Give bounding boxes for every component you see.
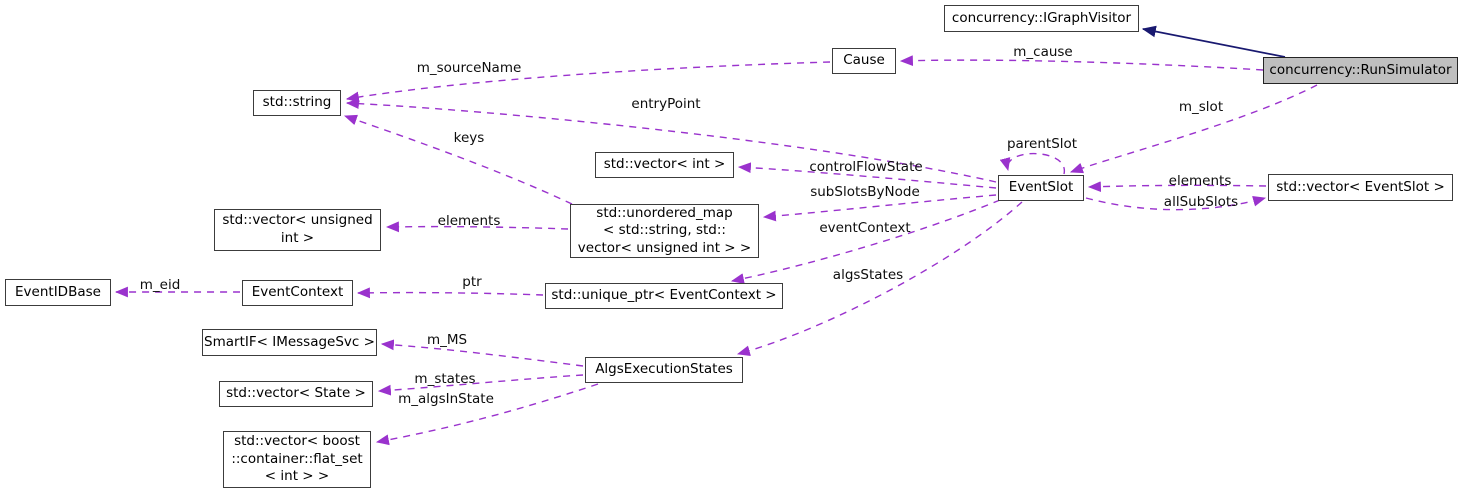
node-eventcontext[interactable]: EventContext	[242, 280, 353, 306]
edge-label-keys: keys	[453, 130, 485, 146]
node-label: < std::string, std::	[603, 222, 726, 239]
edge-label-m-sourcename: m_sourceName	[416, 60, 522, 76]
node-label: concurrency::IGraphVisitor	[951, 9, 1132, 26]
node-label: std::vector< unsigned	[222, 212, 373, 229]
edge-label-m-eid: m_eid	[139, 277, 181, 293]
edge-elements-map-vector	[385, 221, 569, 233]
edge-ptr	[356, 287, 544, 299]
edge-inheritance-rundsimulator-igraphvisitor	[1141, 25, 1286, 58]
edge-entrypoint	[345, 98, 997, 183]
edge-m-ms	[380, 339, 584, 367]
edge-m-slot	[1069, 84, 1318, 174]
node-unique-ptr-eventcontext[interactable]: std::unique_ptr< EventContext >	[545, 283, 783, 309]
node-vector-state[interactable]: std::vector< State >	[219, 381, 373, 407]
node-vector-unsigned-int[interactable]: std::vector< unsigned int >	[214, 209, 381, 251]
node-label: std::unique_ptr< EventContext >	[551, 287, 777, 304]
node-smartif-imessagesvc[interactable]: SmartIF< IMessageSvc >	[202, 329, 377, 356]
node-label: EventSlot	[1008, 179, 1074, 196]
edge-m-states	[377, 374, 584, 396]
node-label: std::vector< boost	[234, 433, 360, 450]
edge-m-cause	[899, 55, 1264, 71]
edge-m-algsinstate	[375, 383, 599, 446]
node-label: < int > >	[264, 468, 330, 485]
edge-label-eventcontext: eventContext	[819, 220, 911, 236]
node-algsexecutionstates[interactable]: AlgsExecutionStates	[585, 357, 743, 383]
edge-subslotsbynode	[762, 194, 997, 222]
node-label: std::vector< State >	[226, 385, 366, 402]
edge-label-m-cause: m_cause	[1013, 44, 1073, 60]
node-label: EventIDBase	[15, 283, 101, 300]
edge-label-ptr: ptr	[462, 274, 482, 290]
node-label: std::vector< EventSlot >	[1276, 178, 1445, 195]
edge-label-controlflowstate: controlFlowState	[809, 159, 923, 175]
edge-allsubslots	[1085, 195, 1267, 211]
edge-label-algsstates: algsStates	[832, 267, 904, 283]
edge-label-subslotsbynode: subSlotsByNode	[810, 184, 920, 200]
node-runsimulator[interactable]: concurrency::RunSimulator	[1263, 57, 1458, 84]
edge-label-elements-left: elements	[437, 213, 501, 229]
node-unordered-map[interactable]: std::unordered_map < std::string, std:: …	[570, 204, 759, 258]
edge-label-m-slot: m_slot	[1178, 99, 1224, 115]
edge-controlflowstate	[737, 162, 997, 189]
edge-label-m-states: m_states	[414, 371, 476, 387]
node-label: std::string	[262, 94, 332, 111]
node-label: AlgsExecutionStates	[595, 361, 733, 378]
node-eventslot[interactable]: EventSlot	[998, 175, 1084, 201]
edge-label-parentslot: parentSlot	[1006, 136, 1078, 152]
node-label: std::unordered_map	[596, 204, 733, 221]
edge-eventcontext	[730, 199, 1001, 284]
edge-label-m-algsinstate: m_algsInState	[398, 391, 494, 407]
edge-label-entrypoint: entryPoint	[631, 96, 701, 112]
node-label: Cause	[843, 52, 885, 69]
node-label: ::container::flat_set	[231, 450, 363, 467]
node-label: int >	[280, 230, 315, 246]
node-eventidbase[interactable]: EventIDBase	[5, 279, 111, 306]
node-vector-eventslot[interactable]: std::vector< EventSlot >	[1268, 174, 1453, 201]
node-label: vector< unsigned int > >	[577, 239, 752, 256]
node-label: concurrency::RunSimulator	[1269, 61, 1452, 78]
edge-label-elements-right: elements	[1168, 173, 1232, 189]
node-label: SmartIF< IMessageSvc >	[204, 333, 375, 350]
edge-label-m-ms: m_MS	[426, 332, 468, 348]
edge-parentslot-selfloop	[999, 152, 1065, 175]
node-std-string[interactable]: std::string	[253, 90, 341, 116]
node-cause[interactable]: Cause	[832, 48, 896, 74]
node-vector-int[interactable]: std::vector< int >	[595, 152, 734, 178]
edge-keys	[343, 114, 573, 205]
node-label: std::vector< int >	[603, 156, 726, 173]
node-vector-boost-flat-set[interactable]: std::vector< boost ::container::flat_set…	[223, 431, 371, 488]
node-label: EventContext	[251, 284, 344, 301]
edge-algsstates	[736, 201, 1023, 357]
edge-label-allsubslots: allSubSlots	[1163, 194, 1239, 210]
node-igraphvisitor[interactable]: concurrency::IGraphVisitor	[944, 5, 1139, 32]
edge-m-sourcename	[345, 61, 831, 103]
